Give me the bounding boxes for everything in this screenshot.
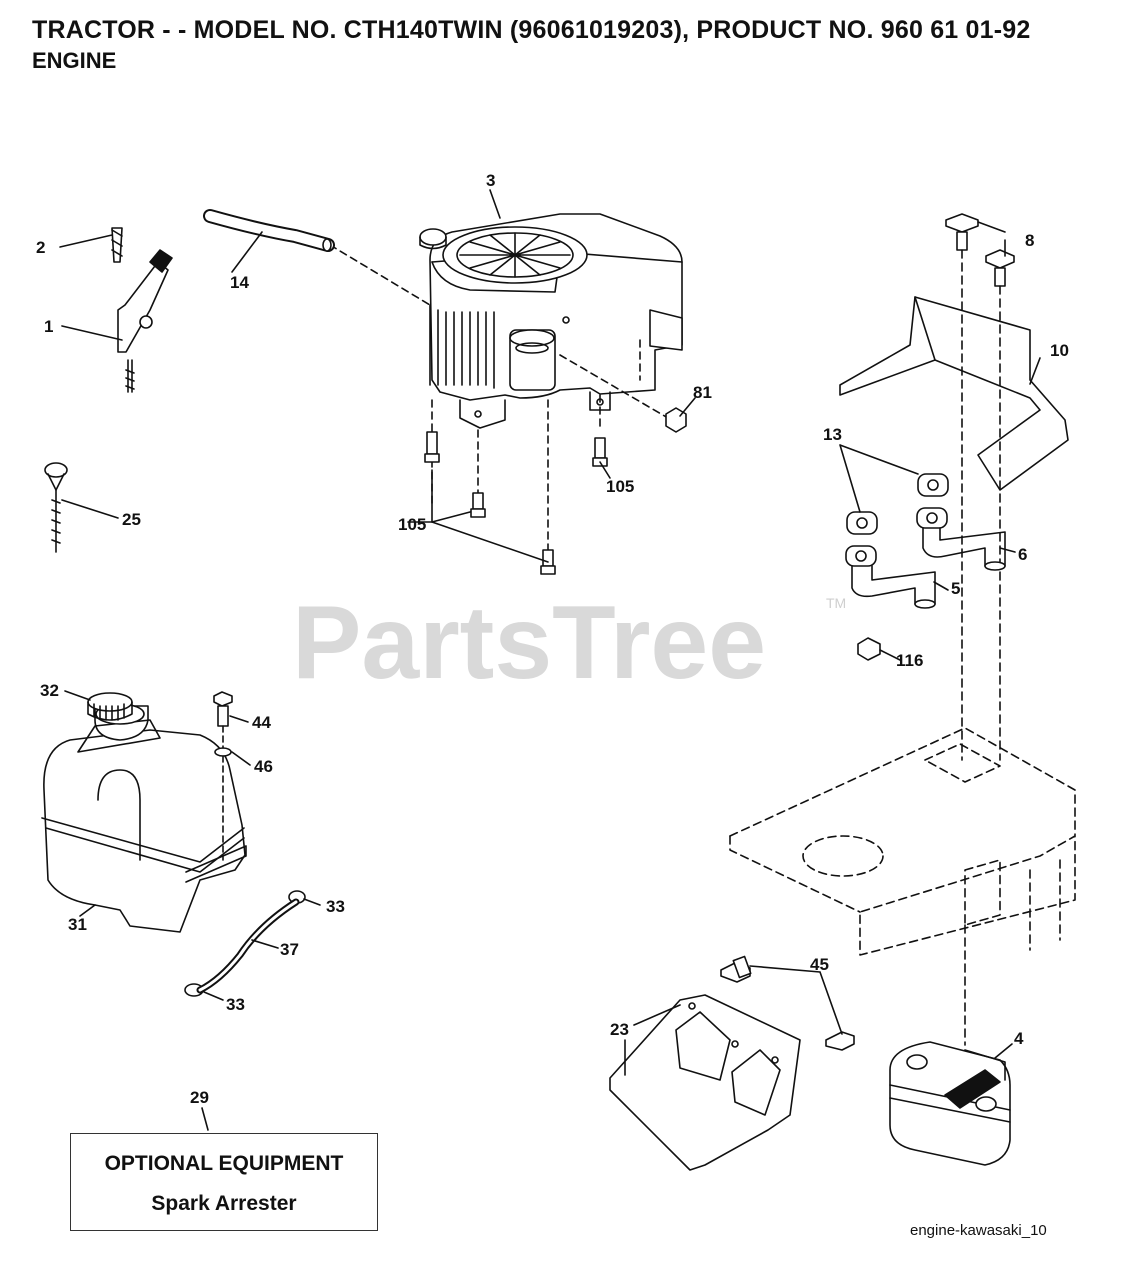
callout-23: 23: [610, 1020, 629, 1039]
callout-116: 116: [896, 651, 923, 670]
figure-id: engine-kawasaki_10: [910, 1222, 1047, 1239]
engine-part: [419, 213, 683, 429]
callout-29: 29: [190, 1088, 209, 1107]
callout-8: 8: [1025, 231, 1034, 250]
callout-6: 6: [1018, 545, 1027, 564]
callout-2: 2: [36, 238, 45, 257]
optional-equipment-item: Spark Arrester: [151, 1192, 297, 1215]
callout-3: 3: [486, 171, 495, 190]
callout-10: 10: [1050, 341, 1069, 360]
callout-33-top: 33: [326, 897, 345, 916]
callout-4: 4: [1014, 1029, 1024, 1048]
optional-equipment-box: OPTIONAL EQUIPMENT Spark Arrester: [70, 1133, 378, 1231]
callout-45: 45: [810, 955, 829, 974]
page-subtitle: ENGINE: [32, 48, 117, 73]
watermark-trademark: TM: [826, 595, 846, 611]
callout-25: 25: [122, 510, 141, 529]
watermark: PartsTree: [292, 585, 766, 701]
callout-33-bottom: 33: [226, 995, 245, 1014]
callout-105-left: 105: [398, 515, 426, 534]
callout-13: 13: [823, 425, 842, 444]
callout-31: 31: [68, 915, 87, 934]
callout-5: 5: [951, 579, 960, 598]
callout-105-right: 105: [606, 477, 634, 496]
callout-37: 37: [280, 940, 299, 959]
callout-81: 81: [693, 383, 712, 402]
callout-44: 44: [252, 713, 271, 732]
optional-equipment-heading: OPTIONAL EQUIPMENT: [104, 1152, 344, 1175]
callout-1: 1: [44, 317, 53, 336]
callout-32: 32: [40, 681, 59, 700]
page-title: TRACTOR - - MODEL NO. CTH140TWIN (960610…: [32, 16, 1031, 44]
callout-14: 14: [230, 273, 249, 292]
callout-46: 46: [254, 757, 273, 776]
